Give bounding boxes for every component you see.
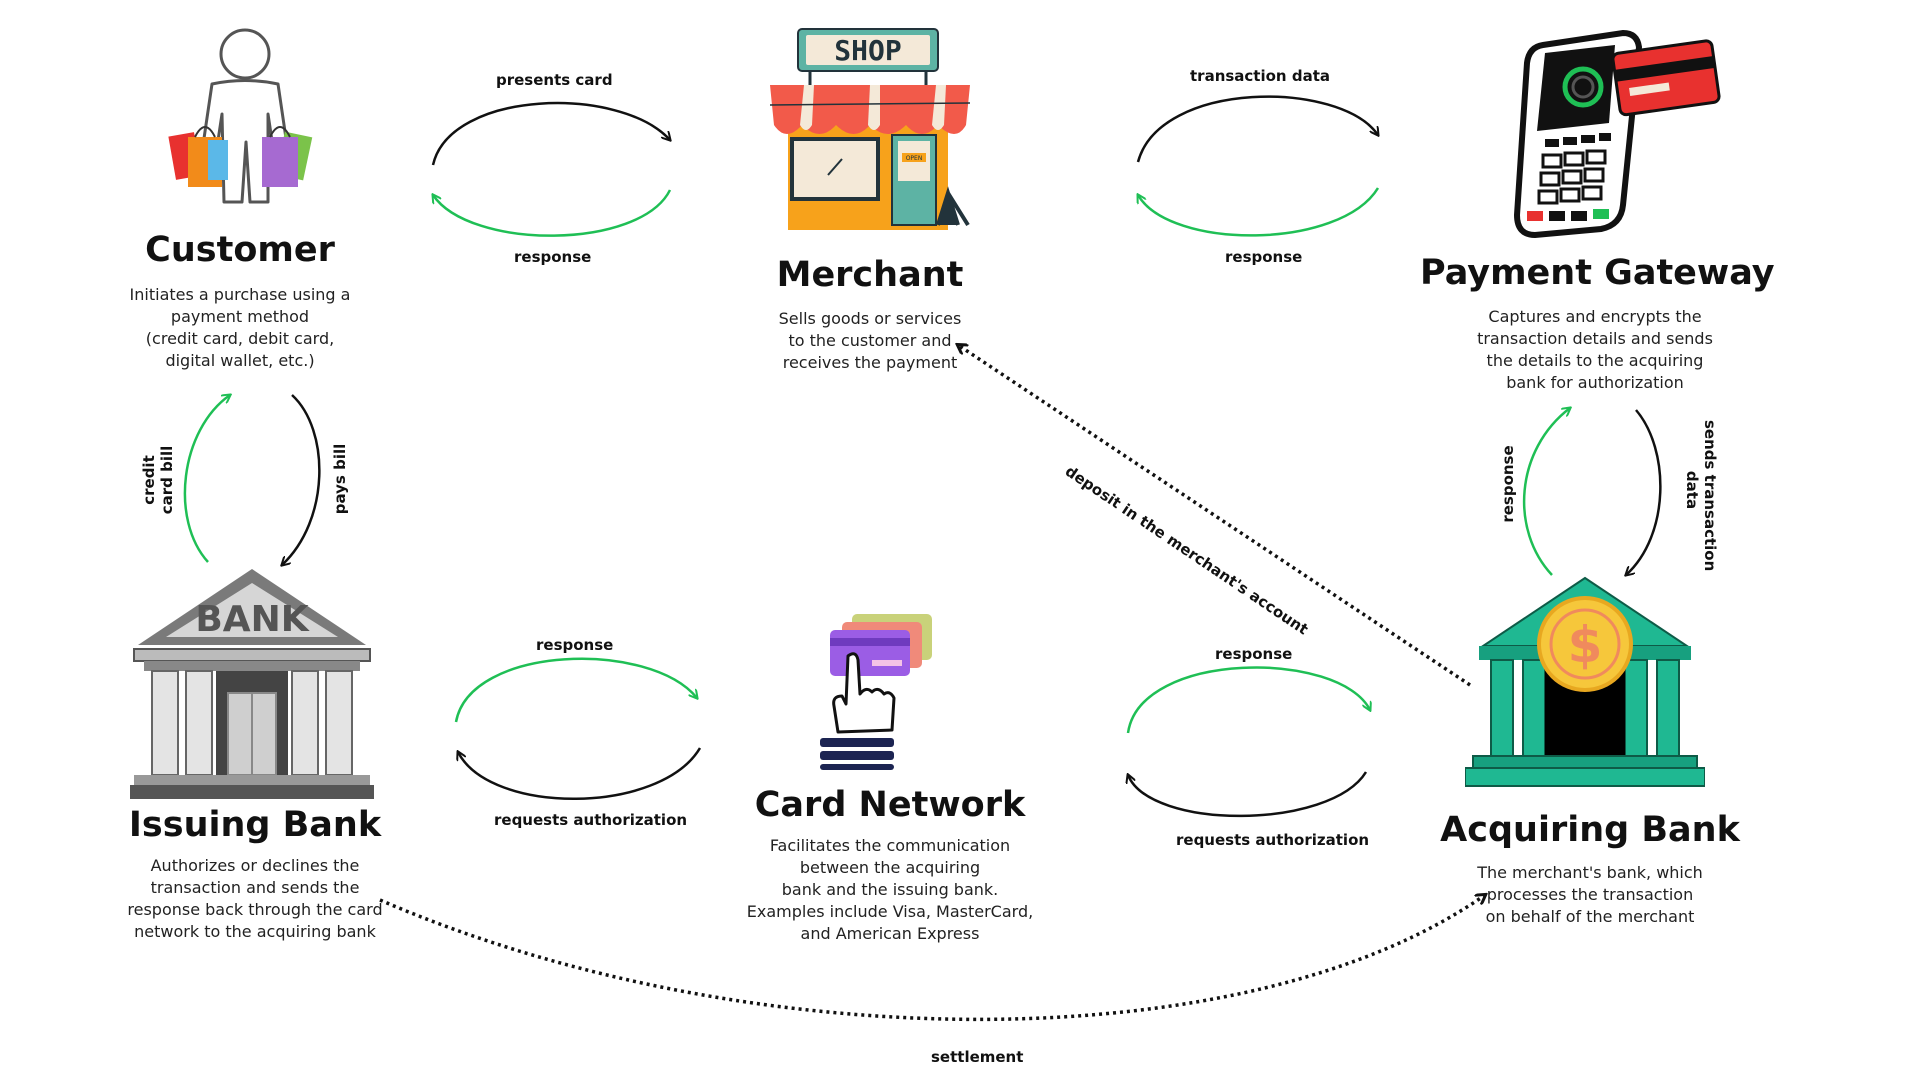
label-response-issuer-network: response [536,636,614,654]
arrow-response-gateway-to-merchant [1138,187,1380,237]
label-response-merchant-gateway: response [1225,248,1303,266]
label-presents-card: presents card [496,71,613,89]
arrow-requests-authorization-network-to-issuer [458,747,702,800]
arrow-response-issuer-to-network [454,657,697,723]
label-requests-authorization-acquirer-network: requests authorization [1176,831,1370,849]
coin-dollar-text: $ [1568,616,1603,674]
label-response-acquirer-gateway: response [1499,445,1517,523]
shop-storefront-icon: SHOP OPEN [770,28,970,230]
open-sign-text: OPEN [906,155,923,162]
card-terminal-icon [1513,29,1721,239]
bank-sign-text: BANK [195,599,309,640]
dollar-bank-icon: $ [1465,576,1705,787]
arrow-deposit-merchant-account [958,345,1471,687]
arrow-credit-card-bill [183,395,230,563]
arrow-settlement [379,895,1485,1022]
payment-gateway-title: Payment Gateway [1420,253,1775,293]
customer-title: Customer [145,230,335,270]
label-settlement: settlement [931,1048,1024,1066]
arrow-response-merchant-to-customer [433,189,672,237]
arrow-pays-bill [282,394,321,565]
label-response-customer-merchant: response [514,248,592,266]
arrow-response-acquirer-to-gateway [1522,408,1570,576]
arrow-presents-card [431,101,670,166]
acquiring-bank-title: Acquiring Bank [1440,810,1740,850]
label-requests-authorization-network-issuer: requests authorization [494,811,688,829]
arrow-requests-authorization-acquirer-to-network [1128,771,1368,818]
label-transaction-data: transaction data [1190,67,1330,85]
arrow-response-network-to-acquirer [1126,666,1370,734]
merchant-title: Merchant [776,255,964,295]
arrow-sends-transaction-data [1626,409,1662,575]
bank-building-icon: BANK [130,569,374,799]
shopper-with-bags-icon [168,28,313,204]
issuing-bank-title: Issuing Bank [128,805,382,845]
card-network-title: Card Network [754,785,1026,825]
shop-sign-text: SHOP [834,34,901,67]
cards-tap-hand-icon [820,614,932,770]
label-pays-bill: pays bill [331,443,349,515]
arrow-transaction-data [1136,95,1378,163]
label-response-network-acquirer: response [1215,645,1293,663]
